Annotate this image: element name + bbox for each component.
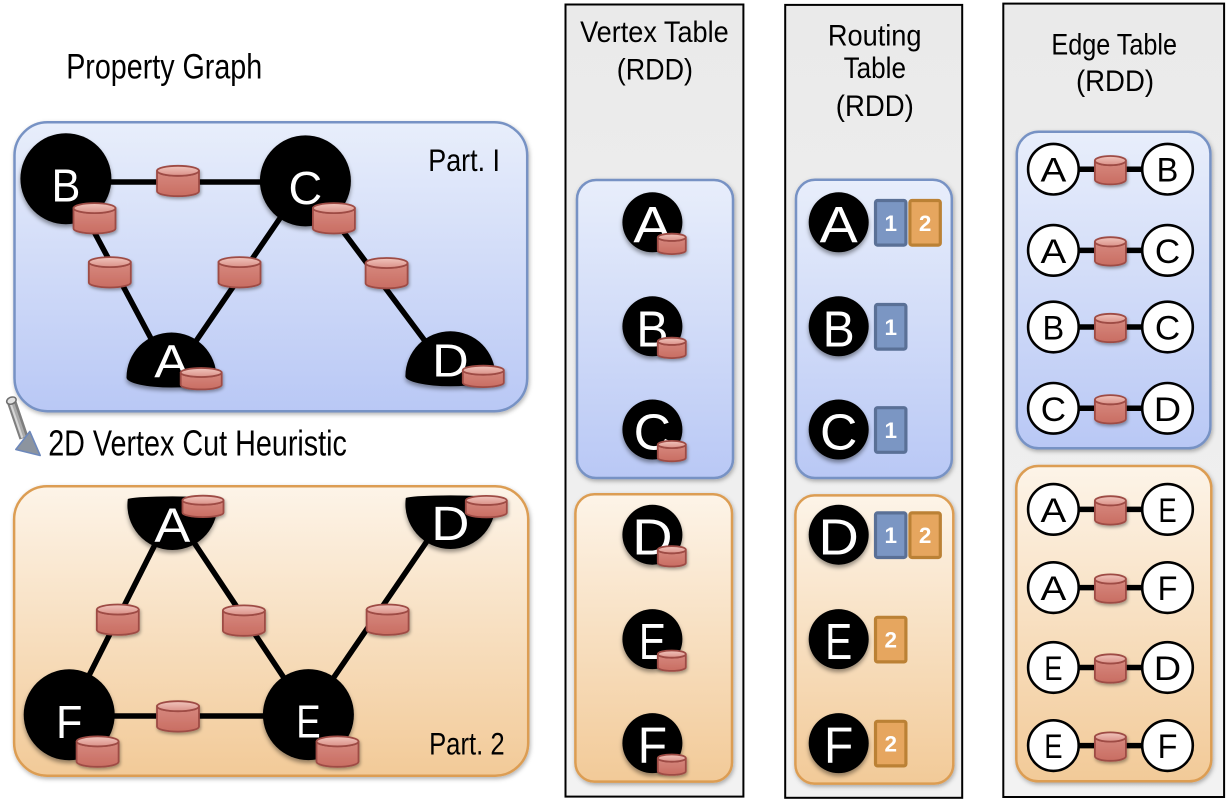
svg-text:2D Vertex Cut Heuristic: 2D Vertex Cut Heuristic [48,422,347,463]
svg-text:C: C [1155,233,1180,271]
svg-text:E: E [1158,492,1176,530]
svg-text:B: B [51,160,80,212]
svg-text:B: B [1157,152,1179,190]
svg-text:2: 2 [884,628,897,653]
svg-text:C: C [1041,391,1066,429]
svg-text:A: A [820,196,858,253]
svg-text:2: 2 [919,211,932,236]
svg-text:1: 1 [884,211,897,236]
svg-text:D: D [818,509,859,566]
svg-text:(RDD): (RDD) [836,90,914,123]
svg-text:D: D [1154,391,1181,429]
svg-text:Edge Table: Edge Table [1051,28,1177,61]
svg-text:D: D [431,498,469,551]
svg-text:F: F [1158,570,1178,608]
svg-text:E: E [1044,728,1062,766]
svg-text:B: B [823,300,855,357]
svg-text:E: E [296,696,320,748]
svg-text:Part. I: Part. I [428,143,500,178]
svg-text:Table: Table [844,52,906,85]
svg-text:A: A [1041,570,1067,608]
svg-text:F: F [1158,728,1178,766]
svg-text:1: 1 [884,523,897,548]
svg-text:F: F [824,717,853,774]
svg-text:C: C [1155,310,1180,348]
svg-text:1: 1 [884,315,897,340]
svg-text:B: B [1043,310,1065,348]
svg-text:A: A [1041,152,1067,190]
svg-text:A: A [1041,233,1067,271]
svg-text:Part. 2: Part. 2 [429,727,505,762]
svg-text:1: 1 [884,418,897,443]
svg-text:2: 2 [884,732,897,757]
svg-text:Routing: Routing [828,20,922,53]
svg-text:(RDD): (RDD) [1076,65,1154,98]
svg-text:A: A [1041,492,1067,530]
svg-text:E: E [1044,650,1062,688]
svg-text:C: C [820,404,857,461]
svg-text:2: 2 [919,523,932,548]
svg-text:Property Graph: Property Graph [66,48,262,87]
svg-text:Vertex Table: Vertex Table [580,16,729,49]
svg-text:E: E [825,613,852,670]
svg-text:D: D [1154,650,1181,688]
svg-text:(RDD): (RDD) [617,53,693,86]
